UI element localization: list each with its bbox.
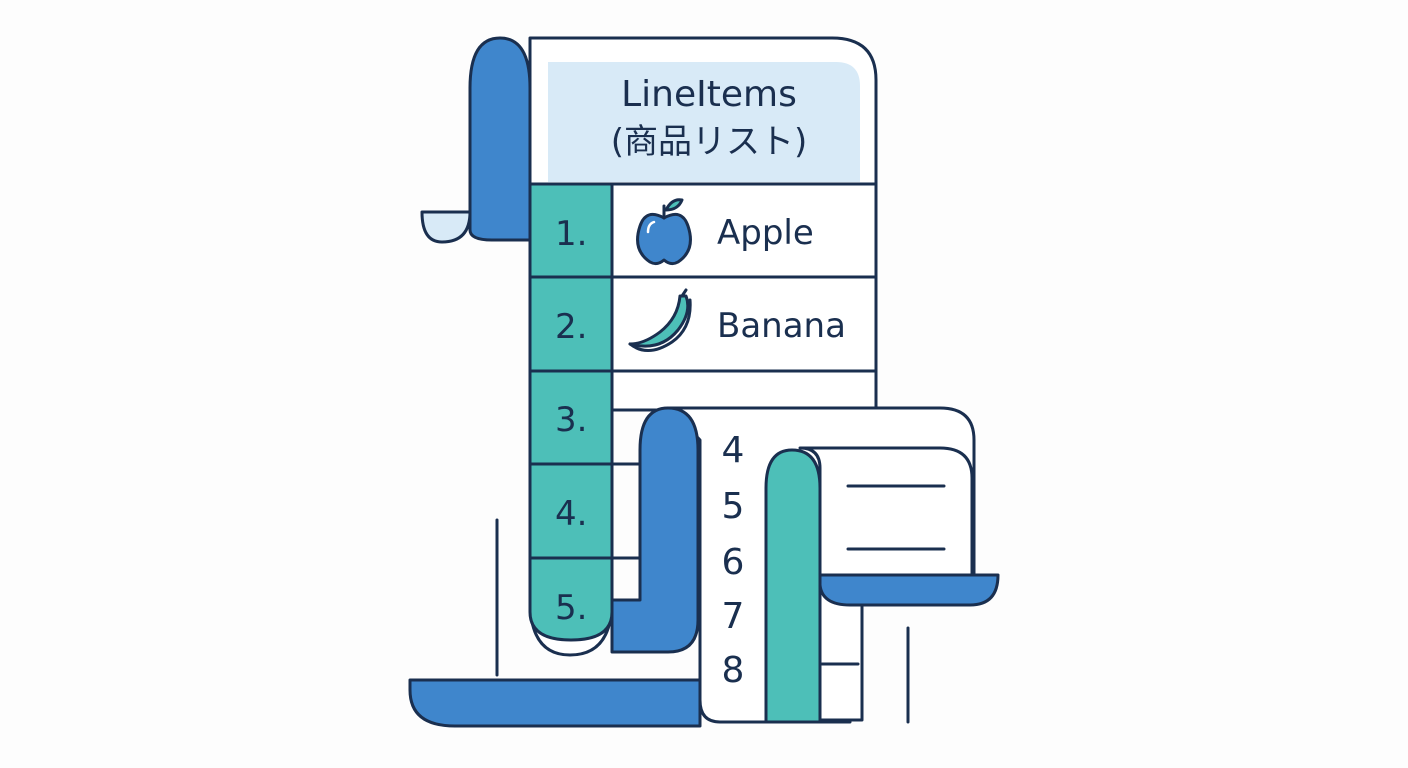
main-scroll-paper: [528, 36, 878, 657]
item-label-banana: Banana: [717, 306, 846, 346]
second-scroll-number: 4: [722, 430, 745, 471]
row-number: 2.: [555, 307, 587, 347]
second-scroll-number: 6: [722, 542, 745, 583]
second-scroll-number: 8: [722, 650, 745, 691]
third-scroll-roll: [764, 448, 822, 724]
row-number: 3.: [555, 400, 587, 440]
right-curl: [818, 573, 1000, 607]
row-number: 4.: [555, 494, 587, 534]
row-number: 5.: [555, 588, 587, 628]
title-line-2: (商品リスト): [611, 122, 808, 162]
bottom-scroll-strip: [408, 678, 702, 728]
banana-icon: [628, 288, 692, 352]
item-label-apple: Apple: [717, 213, 814, 253]
second-scroll-number: 5: [722, 486, 745, 527]
second-scroll-roll: [610, 406, 700, 654]
main-scroll-roll: [468, 36, 532, 242]
apple-icon: [636, 198, 692, 266]
second-scroll-number: 7: [722, 596, 745, 637]
header-panel: [548, 62, 860, 182]
row-number: 1.: [555, 214, 587, 254]
top-left-curl: [420, 210, 472, 244]
title-line-1: LineItems: [621, 74, 797, 115]
